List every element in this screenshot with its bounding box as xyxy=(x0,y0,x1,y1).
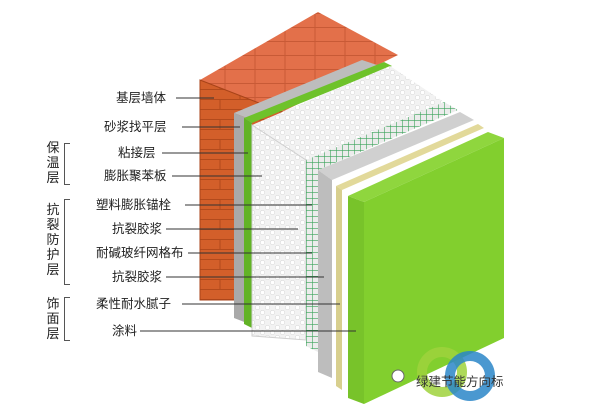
label-base-wall: 基层墙体 xyxy=(116,90,167,105)
label-paint: 涂料 xyxy=(112,323,138,338)
watermark-logo xyxy=(391,347,495,401)
group-label-insulation: 保温层 xyxy=(46,141,60,186)
label-mortar-leveling: 砂浆找平层 xyxy=(104,119,167,134)
label-mesh: 耐碱玻纤网格布 xyxy=(96,245,184,260)
label-anchor: 塑料膨胀锚栓 xyxy=(96,197,172,212)
adhesive-layer xyxy=(244,62,392,328)
brace-insulation xyxy=(64,143,70,185)
label-anti-crack-1: 抗裂胶浆 xyxy=(112,221,163,236)
label-adhesive: 粘接层 xyxy=(118,145,156,160)
group-label-finish: 饰面层 xyxy=(46,297,60,342)
brace-protection xyxy=(64,199,70,285)
leader-lines xyxy=(140,97,356,332)
label-putty: 柔性耐水腻子 xyxy=(96,296,172,311)
paint-panel xyxy=(348,132,504,404)
putty-panel xyxy=(336,124,484,390)
watermark-text: 绿建节能方向标 xyxy=(416,374,504,389)
label-anti-crack-2: 抗裂胶浆 xyxy=(112,269,163,284)
eps-board-layer xyxy=(251,66,444,341)
group-label-protection: 抗裂防护层 xyxy=(46,203,60,278)
anti-crack-panel xyxy=(318,112,474,378)
label-eps-board: 膨胀聚苯板 xyxy=(104,168,167,183)
brace-finish xyxy=(64,297,70,341)
